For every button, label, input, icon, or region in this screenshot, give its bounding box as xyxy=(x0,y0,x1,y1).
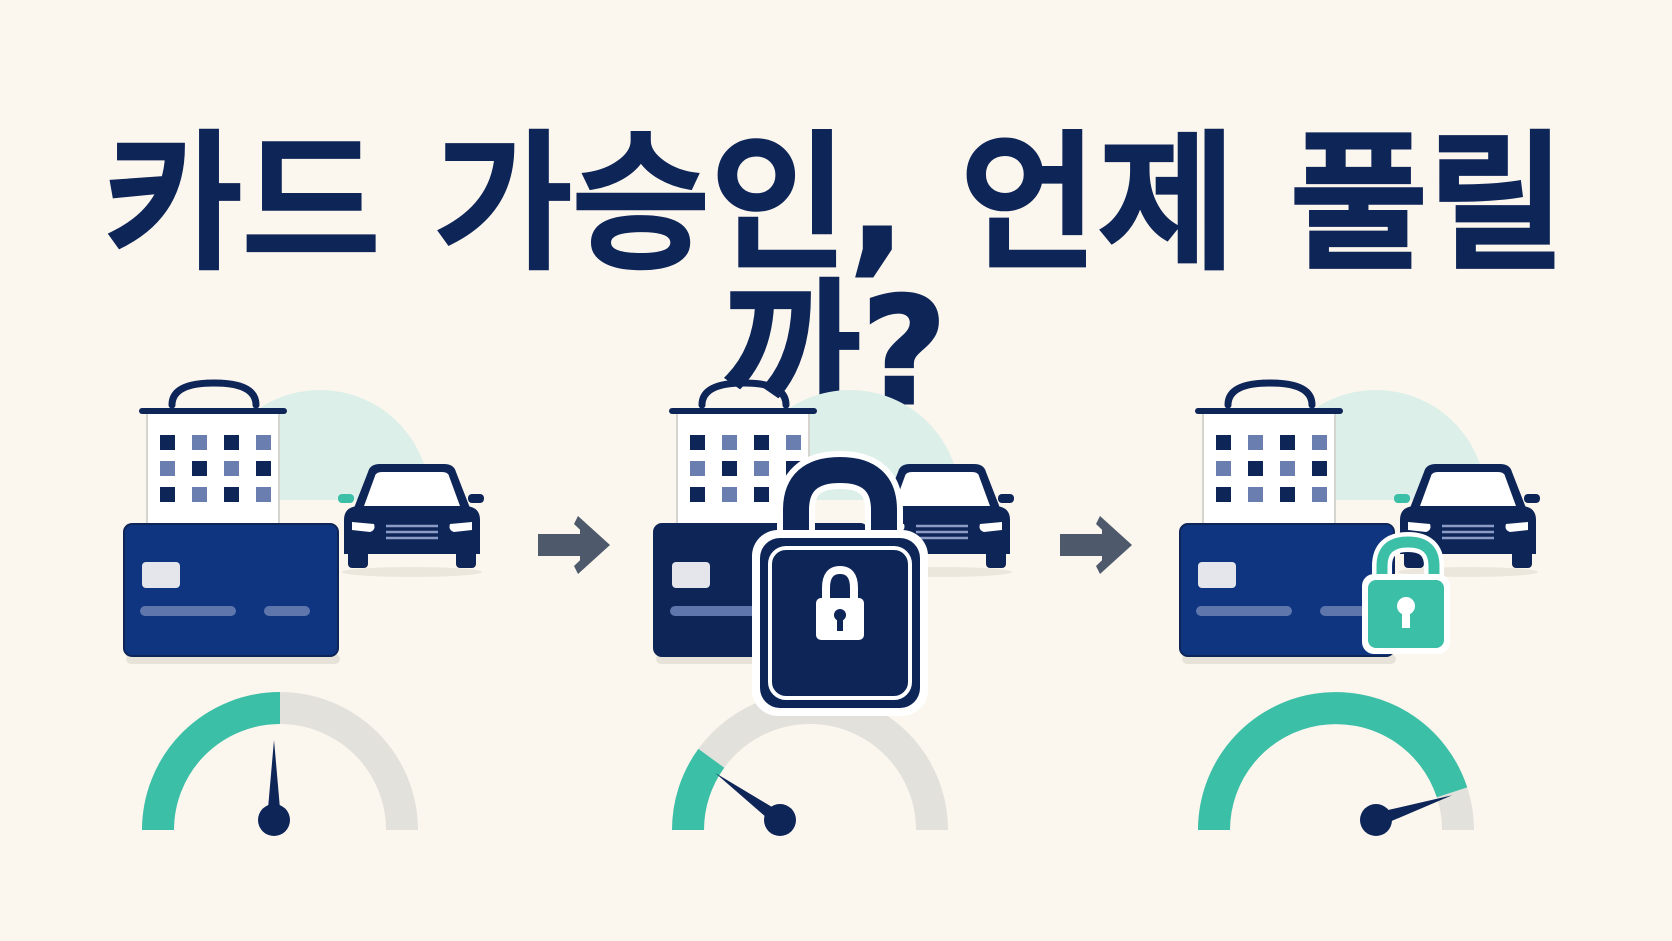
gauge-icon xyxy=(142,692,418,836)
gauge-fill xyxy=(142,692,281,831)
arrow-right-icon xyxy=(538,516,610,574)
open-padlock-icon xyxy=(1362,531,1450,654)
gauge-fill xyxy=(672,748,725,831)
page-title: 카드 가승인, 언제 풀릴까? xyxy=(103,118,1568,438)
panel-funds-locked xyxy=(653,379,1014,836)
gauge-pivot xyxy=(258,804,290,836)
panel-hold-released xyxy=(1179,379,1540,836)
gauge-fill xyxy=(1198,692,1468,831)
padlock-icon xyxy=(752,450,928,716)
panel-card-approved xyxy=(123,379,484,836)
credit-card-icon xyxy=(1179,523,1396,664)
credit-card-icon xyxy=(123,523,340,664)
arrow-right-icon xyxy=(1060,516,1132,574)
gauge-pivot xyxy=(764,804,796,836)
gauge-track xyxy=(672,692,948,831)
gauge-needle xyxy=(267,740,281,820)
car-icon xyxy=(338,464,484,577)
gauge-needle xyxy=(1373,795,1453,827)
gauge-icon xyxy=(1198,692,1474,836)
gauge-pivot xyxy=(1360,804,1392,836)
gauge-icon xyxy=(672,692,948,836)
